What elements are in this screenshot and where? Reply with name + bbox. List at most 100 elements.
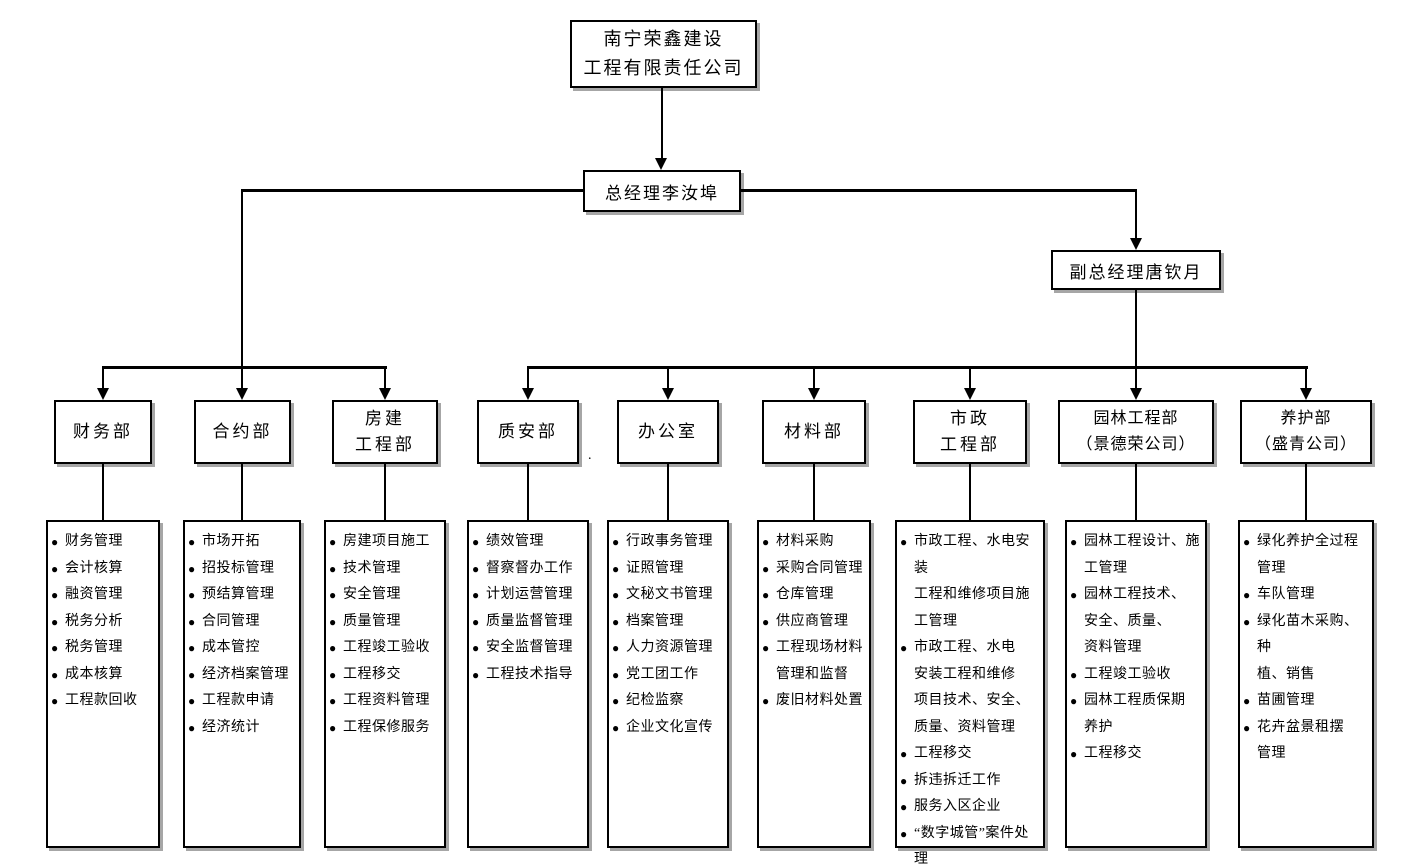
arrow-down-icon [655, 158, 667, 170]
duty-item: ●工程移交 [329, 662, 441, 689]
deputy-general-manager-box: 副总经理唐钦月 [1051, 250, 1221, 290]
department-box-housing-construction: 房建 工程部 [332, 400, 438, 464]
duty-text: 税务分析 [65, 613, 123, 629]
bullet-icon: ● [762, 588, 770, 602]
duty-text: 工程保修服务 [343, 719, 430, 735]
duty-text: 计划运营管理 [486, 587, 573, 602]
duties-list-finance: ●财务管理 ●会计核算 ●融资管理 ●税务分析 ●税务管理 ●成本核算 ●工程款… [46, 520, 160, 848]
duty-item: ●技术管理 [329, 556, 441, 583]
company-name: 南宁荣鑫建设 工程有限责任公司 [583, 29, 744, 78]
arrow-down-icon [522, 388, 534, 400]
duty-text: 材料采购 [776, 534, 834, 549]
bullet-icon: ● [329, 535, 337, 549]
department-box-materials: 材料部 [762, 400, 866, 464]
general-manager-name: 总经理李汝埠 [605, 183, 719, 203]
duty-item: ●市场开拓 [188, 529, 296, 556]
duties-list-maintenance: ●绿化养护全过程 管理 ●车队管理 ●绿化苗木采购、种 植、销售 ●苗圃管理 ●… [1238, 520, 1374, 848]
duty-item: ●企业文化宣传 [612, 715, 724, 742]
duty-item: ●安全监督管理 [472, 635, 584, 662]
duty-text: 工程移交 [343, 666, 401, 682]
department-name: 养护部 （盛青公司） [1254, 410, 1357, 453]
bullet-icon: ● [612, 535, 620, 549]
bullet-icon: ● [1070, 694, 1078, 708]
duty-text: 人力资源管理 [626, 640, 713, 655]
connector-line [242, 189, 583, 192]
department-name: 材料部 [784, 422, 844, 441]
bullet-icon: ● [1070, 667, 1078, 682]
duty-item: ● 行政事务管理 [612, 529, 724, 556]
arrow-down-icon [808, 388, 820, 400]
duty-text: 招投标管理 [202, 560, 275, 576]
duty-text: 服务入区企业 [914, 799, 1001, 814]
bullet-icon: ● [762, 641, 770, 655]
bullet-icon: ● [1070, 747, 1078, 761]
duty-item: ●花卉盆景租摆 管理 [1243, 715, 1369, 768]
department-name: 市政 工程部 [940, 409, 1000, 454]
duty-item: ● 工程现场材料 管理和监督 [762, 635, 866, 688]
bullet-icon: ● [329, 641, 337, 655]
bullet-icon: ● [472, 561, 480, 576]
duty-text: 纪检监察 [626, 693, 684, 708]
bullet-icon: ● [329, 588, 337, 602]
duty-item: ●材料采购 [762, 529, 866, 556]
connector-line [527, 366, 1308, 369]
duty-text: 企业文化宣传 [626, 719, 713, 735]
duty-text: 绩效管理 [486, 534, 544, 549]
bullet-icon: ● [329, 561, 337, 576]
duty-text: 花卉盆景租摆 管理 [1257, 719, 1344, 762]
connector-line [1305, 366, 1307, 389]
duty-item: ●“数字城管”案件处 理 [900, 821, 1040, 868]
duty-text: 经济统计 [202, 719, 260, 735]
duty-item: ● 服务入区企业 [900, 794, 1040, 821]
bullet-icon: ● [762, 614, 770, 629]
duty-text: 工程移交 [1084, 746, 1142, 761]
connector-line [102, 366, 104, 389]
duty-text: 经济档案管理 [202, 666, 289, 682]
duty-item: ●纪检监察 [612, 688, 724, 715]
department-name: 房建 工程部 [355, 409, 415, 454]
bullet-icon: ● [472, 667, 480, 682]
arrow-down-icon [1300, 388, 1312, 400]
duty-item: ●车队管理 [1243, 582, 1369, 609]
duties-list-municipal-engineering: ●市政工程、水电安装 工程和维修项目施 工管理 ●市政工程、水电 安装工程和维修… [895, 520, 1045, 867]
duty-text: 税务管理 [65, 640, 123, 655]
duty-item: ● 质量管理 [329, 609, 441, 636]
duty-item: ●成本核算 [51, 662, 155, 689]
bullet-icon: ● [612, 561, 620, 576]
connector-line [667, 464, 669, 520]
bullet-icon: ● [612, 614, 620, 629]
bullet-icon: ● [329, 614, 337, 629]
duty-item: ●经济统计 [188, 715, 296, 742]
bullet-icon: ● [612, 588, 620, 602]
bullet-icon: ● [51, 641, 59, 655]
connector-line [527, 464, 529, 520]
connector-line [661, 88, 663, 160]
duty-text: 工程现场材料 管理和监督 [776, 640, 863, 682]
bullet-icon: ● [51, 614, 59, 629]
duty-item: ●预结算管理 [188, 582, 296, 609]
duty-text: 工程款回收 [65, 693, 138, 708]
bullet-icon: ● [612, 667, 620, 682]
connector-line [241, 189, 243, 368]
duty-text: 工程竣工验收 [343, 640, 430, 655]
company-box: 南宁荣鑫建设 工程有限责任公司 [570, 20, 757, 88]
department-box-municipal-engineering: 市政 工程部 [913, 400, 1027, 464]
bullet-icon: ● [329, 694, 337, 708]
bullet-icon: ● [472, 535, 480, 549]
department-box-maintenance: 养护部 （盛青公司） [1240, 400, 1372, 464]
bullet-icon: ● [188, 641, 196, 655]
duty-text: “数字城管”案件处 理 [914, 825, 1029, 868]
bullet-icon: ● [762, 561, 770, 576]
bullet-icon: ● [900, 800, 908, 814]
stray-period: . [588, 448, 592, 463]
arrow-down-icon [379, 388, 391, 400]
bullet-icon: ● [900, 747, 908, 761]
duty-text: 质量管理 [343, 613, 401, 629]
duty-item: ●工程资料管理 [329, 688, 441, 715]
duty-text: 行政事务管理 [626, 534, 713, 549]
duty-item: ● 绩效管理 [472, 529, 584, 556]
arrow-down-icon [97, 388, 109, 400]
duty-item: ●供应商管理 [762, 609, 866, 636]
duty-text: 废旧材料处置 [776, 693, 863, 708]
